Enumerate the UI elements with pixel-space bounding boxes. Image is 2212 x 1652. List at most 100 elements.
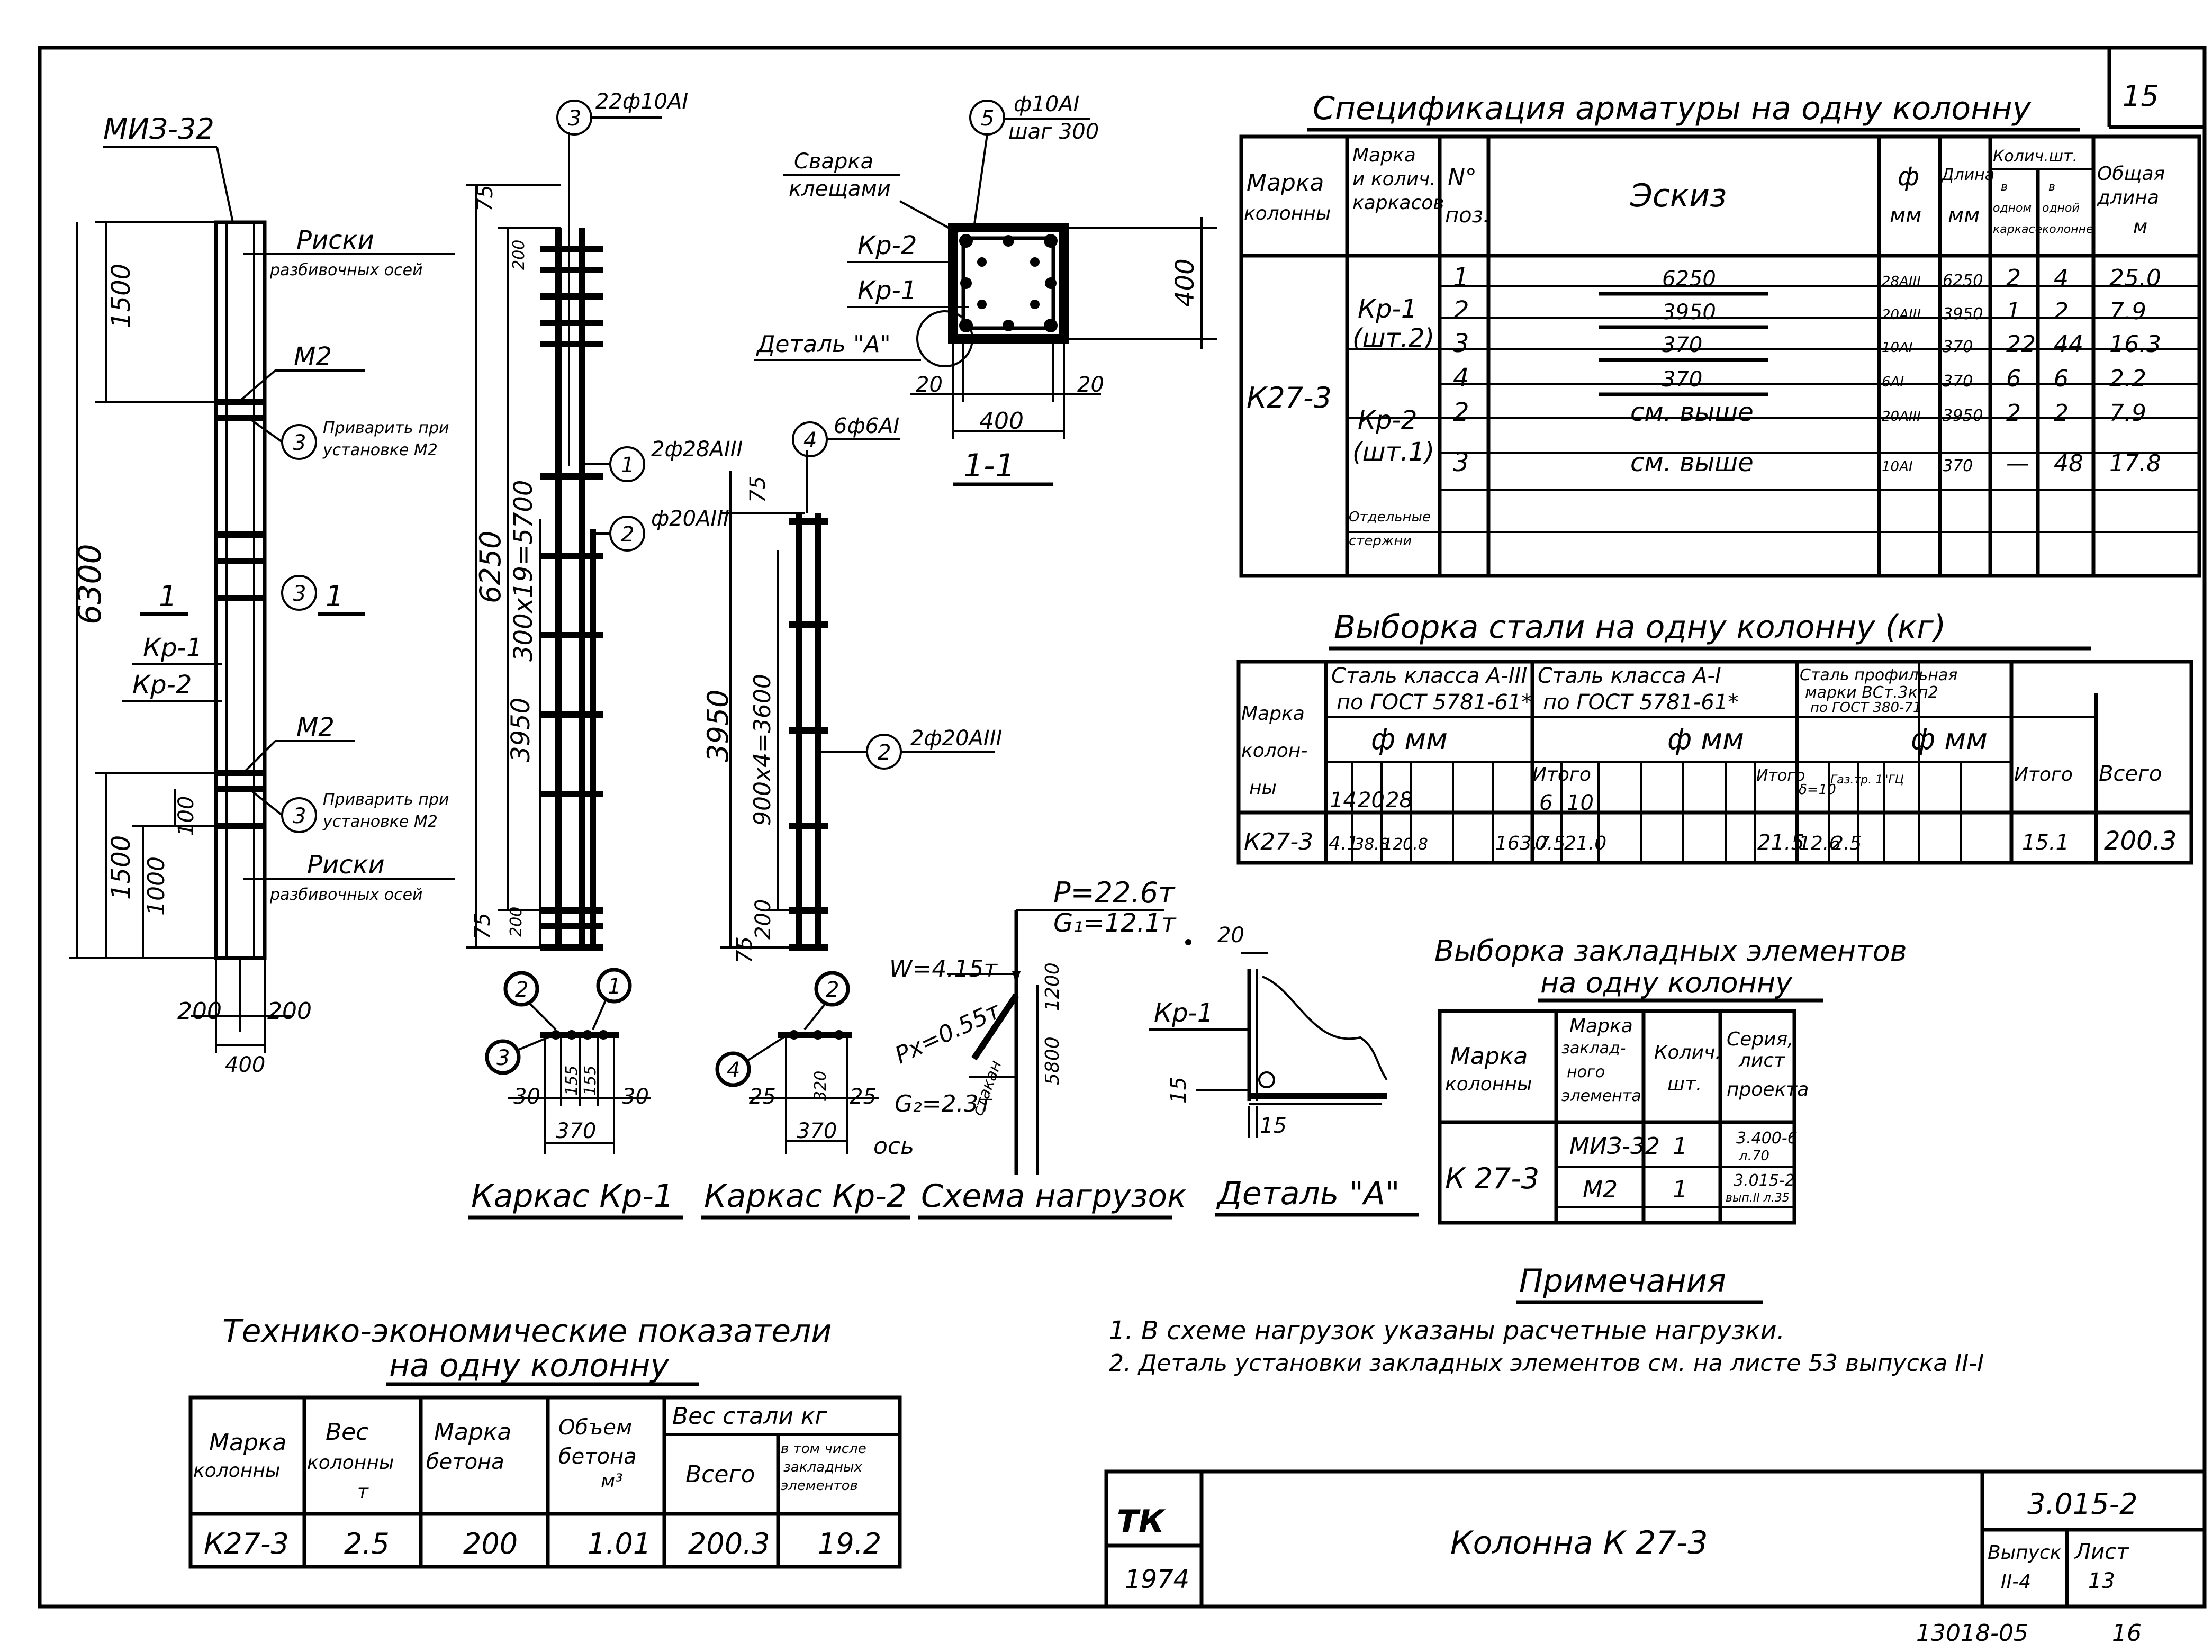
detail-kr1: Кр-1	[1154, 998, 1213, 1028]
kr2-caption: Каркас Кр-2	[704, 1178, 907, 1215]
spec-qty-column: 6	[2054, 365, 2069, 392]
svg-text:колонне: колонне	[2042, 223, 2093, 236]
svg-text:3.015-2: 3.015-2	[1734, 1171, 1795, 1190]
svg-text:вып.II л.35: вып.II л.35	[1726, 1191, 1790, 1205]
spec-length: 3950	[1943, 305, 1983, 323]
svg-text:колонны: колонны	[193, 1460, 280, 1482]
svg-text:Кр-1: Кр-1	[1358, 294, 1417, 324]
svg-text:Марка: Марка	[1241, 703, 1305, 725]
kr2-sec-callout-4: 4	[727, 1058, 740, 1082]
spec-table: Спецификация арматуры на одну колонну Ма…	[1239, 90, 2201, 578]
kr1-label: Кр-1	[143, 633, 202, 663]
kr2-callout-2: 2	[878, 741, 891, 765]
svg-text:бетона: бетона	[426, 1450, 504, 1474]
kr2-sec-dim-320: 320	[811, 1071, 830, 1101]
svg-text:ф: ф	[1898, 162, 1919, 192]
spec-total: 2.2	[2109, 365, 2146, 392]
spec-diam: 10AI	[1882, 459, 1913, 475]
section-callout-5: 5	[981, 106, 994, 131]
load-caption: Схема нагрузок	[921, 1178, 1186, 1215]
load-scheme: P=22.6т G₁=12.1т W=4.15т Px=0.55т G₂=2.3…	[873, 876, 1191, 1220]
svg-text:в: в	[2001, 180, 2008, 194]
kr1-callout-1: 1	[621, 453, 634, 477]
section-1-1: 5 ф10AI шаг 300 Сварка клещами Кр-2 Кр-1…	[754, 92, 1217, 486]
svg-text:одном: одном	[1993, 202, 2032, 215]
note-1: 1. В схеме нагрузок указаны расчетные на…	[1109, 1316, 1785, 1346]
section-dim-400-v: 400	[1170, 258, 1200, 307]
svg-text:длина: длина	[2097, 187, 2159, 209]
svg-text:12.6: 12.6	[1799, 833, 1841, 854]
svg-text:МИЗ-32: МИЗ-32	[1569, 1133, 1660, 1160]
spec-qty-column: 4	[2054, 265, 2069, 292]
kr2-sec-dim-25-right: 25	[850, 1085, 877, 1109]
svg-text:бетона: бетона	[558, 1445, 637, 1469]
section-kr2: Кр-2	[857, 231, 917, 260]
svg-text:Марка: Марка	[1450, 1043, 1528, 1070]
svg-text:марки ВСт.3кп2: марки ВСт.3кп2	[1805, 683, 1938, 702]
spec-qty-column: 44	[2054, 331, 2083, 358]
embedded-title-2: на одну колонну	[1540, 966, 1793, 999]
svg-text:по ГОСТ 380-71: по ГОСТ 380-71	[1810, 700, 1922, 716]
spec-title: Спецификация арматуры на одну колонну	[1313, 90, 2032, 127]
svg-text:ф мм: ф мм	[1371, 723, 1448, 756]
callout-3-bot: 3	[293, 804, 306, 828]
svg-text:Итого: Итого	[1756, 766, 1805, 785]
svg-text:Марка: Марка	[1569, 1015, 1633, 1037]
load-g2: G₂=2.3т	[895, 1090, 993, 1117]
svg-text:Сталь класса А-III: Сталь класса А-III	[1331, 664, 1527, 688]
svg-text:лист: лист	[1738, 1050, 1785, 1071]
sheet-number: 15	[2123, 79, 2159, 113]
svg-text:Общая: Общая	[2097, 163, 2165, 185]
spec-sketch: см. выше	[1630, 398, 1754, 427]
section-mark-left: 1	[159, 580, 177, 613]
svg-text:по ГОСТ 5781-61*: по ГОСТ 5781-61*	[1543, 690, 1738, 715]
svg-text:заклад-: заклад-	[1561, 1039, 1626, 1058]
spec-diam: 28AIII	[1882, 274, 1921, 290]
kr2-dim-200: 200	[751, 899, 775, 940]
detail-dim-15-h: 15	[1260, 1114, 1287, 1138]
section-dim-20-left: 20	[916, 373, 943, 397]
svg-text:одной: одной	[2042, 202, 2080, 215]
svg-text:ф мм: ф мм	[1667, 723, 1744, 756]
svg-text:2.5: 2.5	[344, 1527, 390, 1560]
svg-text:Всего: Всего	[685, 1461, 755, 1488]
svg-text:установке М2: установке М2	[322, 813, 438, 831]
load-dim-5800: 5800	[1042, 1036, 1063, 1085]
spec-diam: 6AI	[1882, 374, 1904, 390]
spec-pos: 2	[1453, 398, 1469, 427]
svg-text:Марка: Марка	[1247, 169, 1324, 196]
kr2-dim-75-top: 75	[746, 476, 770, 503]
svg-text:Объем: Объем	[558, 1415, 632, 1440]
svg-text:1.01: 1.01	[588, 1527, 651, 1560]
svg-text:ного: ного	[1567, 1063, 1605, 1081]
svg-text:Лист: Лист	[2074, 1540, 2129, 1564]
dim-1500-bot: 1500	[106, 835, 136, 900]
svg-text:120.8: 120.8	[1383, 835, 1428, 854]
load-glass: стакан	[969, 1058, 1006, 1118]
spec-length: 370	[1943, 372, 1973, 391]
callout-3-mid: 3	[293, 582, 306, 606]
svg-text:ны: ны	[1249, 777, 1277, 799]
spec-pos: 4	[1453, 363, 1469, 393]
svg-text:стержни: стержни	[1349, 533, 1412, 549]
section-detail-label: Деталь "А"	[756, 331, 891, 358]
spec-length: 3950	[1943, 407, 1983, 425]
svg-text:колонны: колонны	[307, 1452, 394, 1474]
kr1-caption: Каркас Кр-1	[471, 1178, 674, 1215]
spec-qty-column: 2	[2054, 298, 2069, 325]
svg-text:Сталь профильная: Сталь профильная	[1800, 666, 1957, 684]
kr2-sec-dim-370: 370	[797, 1119, 837, 1143]
svg-text:2.5: 2.5	[1831, 833, 1862, 854]
spec-length: 6250	[1943, 272, 1983, 290]
svg-text:4.1: 4.1	[1329, 833, 1359, 854]
svg-text:элементов: элементов	[781, 1478, 858, 1494]
spec-pos: 1	[1453, 263, 1469, 292]
dim-400: 400	[225, 1053, 265, 1077]
sheet-value: 13	[2088, 1569, 2115, 1593]
svg-text:(шт.1): (шт.1)	[1352, 437, 1434, 467]
kr1-dim-200-bot: 200	[507, 907, 526, 937]
detail-a: 20 Кр-1 15 15 Деталь "А"	[1149, 923, 1419, 1217]
spec-qty-column: 2	[2054, 400, 2069, 427]
section-dim-400-h: 400	[979, 408, 1024, 435]
svg-text:Выпуск: Выпуск	[1988, 1542, 2062, 1564]
